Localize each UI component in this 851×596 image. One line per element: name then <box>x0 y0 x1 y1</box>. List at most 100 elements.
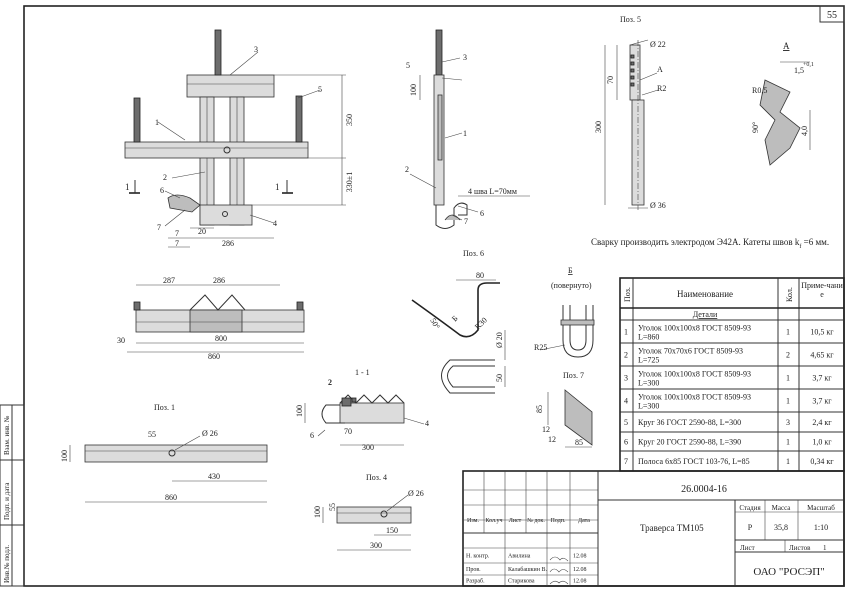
section-mark-right: 1 <box>275 182 280 192</box>
dim-330: 330±1 <box>345 172 354 192</box>
weld-seams-note: 4 шва L=70мм <box>468 187 517 196</box>
detail-a-dim-r05: R0,5 <box>752 86 767 95</box>
signer-role: Н. контр. <box>466 554 490 560</box>
pos6-dim-50deg: 50° <box>428 317 441 331</box>
leader-4-section: 4 <box>425 419 429 428</box>
scale-header: Масштаб <box>807 504 835 512</box>
plan-dim-287: 287 <box>163 276 175 285</box>
leader-6-section: 6 <box>310 431 314 440</box>
spec-row-pos: 6 <box>624 438 628 447</box>
dim-100-side: 100 <box>409 84 418 96</box>
side-label-inv: Инв.№ подл. <box>3 545 11 583</box>
section-1-1-view: 1 - 1 100 70 300 2 6 4 <box>295 368 429 452</box>
pos1-dim-100: 100 <box>60 450 69 462</box>
leader-5-main: 5 <box>318 85 322 94</box>
pos5-dim-300: 300 <box>594 121 603 133</box>
col-header-podp: Подп. <box>551 518 566 524</box>
side-view: 5 3 1 2 6 7 100 4 шва L=70мм <box>405 29 530 229</box>
spec-row-pos: 1 <box>624 328 628 337</box>
sheet-number: 55 <box>827 10 837 21</box>
col-header-list: Лист <box>509 518 522 524</box>
pos5-callout-a: А <box>657 65 663 74</box>
pos7-dim-85-v: 85 <box>535 405 544 413</box>
spec-row-name: Уголок 100x100x8 ГОСТ 8509-93 <box>638 370 751 379</box>
leader-6-side: 6 <box>480 209 484 218</box>
pos4-view: Поз. 4 Ø 26 100 55 150 300 <box>313 473 424 551</box>
spec-row-qty: 1 <box>786 438 790 447</box>
spec-row-qty: 2 <box>786 351 790 360</box>
pos5-dim-r2: R2 <box>657 84 666 93</box>
pos6-title: Поз. 6 <box>463 249 484 258</box>
spec-row-length: L=300 <box>638 402 659 411</box>
dim-286-main: 286 <box>222 239 234 248</box>
pos4-dim-300: 300 <box>370 541 382 550</box>
spec-row-name: Полоса 6x85 ГОСТ 103-76, L=85 <box>638 457 750 466</box>
stage-value: Р <box>748 523 753 532</box>
pos6-dim-50: 50 <box>495 374 504 382</box>
pos5-dim-d36: Ø 36 <box>650 201 666 210</box>
pos1-dim-430: 430 <box>208 472 220 481</box>
signer-role: Разраб. <box>466 578 485 585</box>
spec-row-length: L=300 <box>638 379 659 388</box>
spec-row-qty: 1 <box>786 328 790 337</box>
spec-row-pos: 4 <box>624 397 628 406</box>
plan-dim-860: 860 <box>208 352 220 361</box>
pos1-dim-d26: Ø 26 <box>202 429 218 438</box>
spec-row-name: Уголок 100x100x8 ГОСТ 8509-93 <box>638 393 751 402</box>
spec-row-note: 0,34 кг <box>810 457 834 466</box>
spec-row-name: Круг 36 ГОСТ 2590-88, L=300 <box>638 418 741 427</box>
spec-row-note: 4,65 кг <box>810 351 834 360</box>
sheet-number-box <box>819 5 845 23</box>
spec-table: Поз. Наименование Кол. Приме-чание Детал… <box>619 277 845 472</box>
pos6-callout-b: Б <box>450 314 460 324</box>
leader-6-main: 6 <box>160 186 164 195</box>
pos1-title: Поз. 1 <box>154 403 175 412</box>
leader-2-main: 2 <box>163 173 167 182</box>
leader-7-side: 7 <box>464 217 468 226</box>
leader-1-main: 1 <box>155 118 159 127</box>
sheets-count: 1 <box>823 544 827 552</box>
detail-a-tolerance: +0,1 <box>803 62 814 68</box>
pos1-view: Поз. 1 Ø 26 55 100 430 860 <box>60 403 268 503</box>
pos6-dim-80: 80 <box>476 271 484 280</box>
detail-a-dim-40: 4,0 <box>800 126 809 136</box>
pos1-dim-860: 860 <box>165 493 177 502</box>
pos4-dim-55: 55 <box>328 503 337 511</box>
main-front-view: 1 1 3 5 1 2 6 7 4 350 330±1 7 20 286 7 <box>124 29 354 248</box>
pos5-view: Поз. 5 Ø 22 70 А R2 300 Ø 36 <box>594 15 666 210</box>
leader-7-main: 7 <box>157 223 161 232</box>
spec-header-name: Наименование <box>677 289 733 299</box>
col-header-izm: Изм. <box>467 518 479 524</box>
mass-header: Масса <box>772 504 792 512</box>
spec-row-qty: 1 <box>786 457 790 466</box>
dim-7-a: 7 <box>175 229 179 238</box>
pos4-dim-100: 100 <box>313 506 322 518</box>
signer-date: 12.08 <box>573 579 587 585</box>
spec-row-pos: 3 <box>624 374 628 383</box>
leader-2-section: 2 <box>328 378 332 387</box>
spec-row-name: Уголок 100x100x8 ГОСТ 8509-93 <box>638 324 751 333</box>
pos6-view: Поз. 6 80 50° R30 Б Ø 20 50 <box>411 249 506 394</box>
pos4-dim-150: 150 <box>386 526 398 535</box>
signer-role: Пров. <box>466 567 481 573</box>
spec-header-qty: Кол. <box>785 287 794 302</box>
view-b: Б (повернуто) R25 <box>534 266 595 358</box>
spec-section-details: Детали <box>693 310 718 319</box>
product-name: Траверса ТМ105 <box>640 523 704 533</box>
leader-5-side: 5 <box>406 61 410 70</box>
pos4-dim-d26: Ø 26 <box>408 489 424 498</box>
spec-row-pos: 2 <box>624 351 628 360</box>
stage-header: Стадия <box>739 504 761 512</box>
signer-name: Калабашкин В. <box>508 566 547 573</box>
dim-350: 350 <box>345 114 354 126</box>
col-header-ndok: № док. <box>527 518 545 524</box>
view-b-note: (повернуто) <box>551 281 592 290</box>
detail-a-dim-15: 1,5 <box>794 66 804 75</box>
leader-3-main: 3 <box>254 45 258 54</box>
signer-name: Авилина <box>508 554 531 560</box>
pos6-dim-d20: Ø 20 <box>495 332 504 348</box>
pos7-title: Поз. 7 <box>563 371 584 380</box>
plan-dim-30: 30 <box>117 336 125 345</box>
